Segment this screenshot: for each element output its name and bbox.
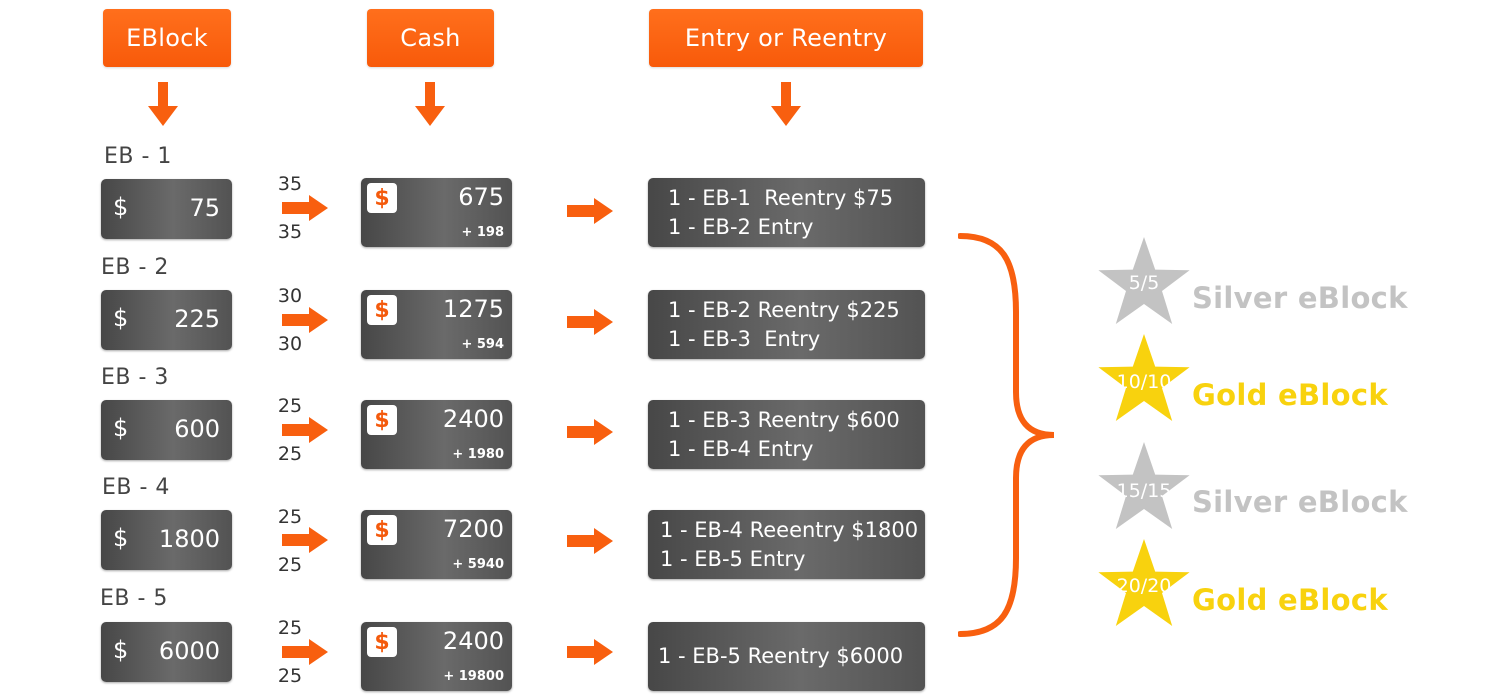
right-arrow-icon <box>567 528 613 554</box>
dollar-sign: $ <box>113 193 129 221</box>
eblock-amount-box: $ 1800 <box>101 510 232 570</box>
bottom-number: 25 <box>277 554 303 576</box>
cash-amount: 7200 <box>442 515 504 543</box>
bottom-number: 35 <box>277 221 303 243</box>
down-arrow-icon <box>148 82 178 126</box>
silver-star-icon <box>1098 237 1190 324</box>
row-label: EB - 5 <box>100 586 168 611</box>
level-label: Silver eBlock <box>1192 485 1408 519</box>
dollar-icon: $ <box>367 295 397 325</box>
entry-line: 1 - EB-5 Entry <box>660 546 806 571</box>
eblock-amount-box: $ 75 <box>101 179 232 239</box>
down-arrow-icon <box>771 82 801 126</box>
entry-line: 1 - EB-3 Entry <box>668 326 821 351</box>
entry-box: 1 - EB-5 Reentry $6000 <box>648 622 925 691</box>
row-label: EB - 4 <box>102 475 170 500</box>
bottom-number: 30 <box>277 333 303 355</box>
cash-bonus: + 198 <box>461 225 504 240</box>
top-number: 25 <box>277 506 303 528</box>
cash-header-label: Cash <box>400 24 461 52</box>
dollar-icon: $ <box>367 627 397 657</box>
eblock-amount: 75 <box>189 194 220 222</box>
star-count: 5/5 <box>1128 272 1160 294</box>
cash-box: $ 7200 + 5940 <box>361 510 512 579</box>
right-arrow-icon <box>282 417 328 443</box>
dollar-sign: $ <box>113 636 129 664</box>
level-label: Gold eBlock <box>1192 378 1388 412</box>
level-label: Silver eBlock <box>1192 281 1408 315</box>
entry-header: Entry or Reentry <box>649 9 923 67</box>
cash-amount: 1275 <box>442 295 504 323</box>
eblock-header: EBlock <box>103 9 231 67</box>
cash-header: Cash <box>367 9 494 67</box>
eblock-amount-box: $ 600 <box>101 400 232 460</box>
right-arrow-icon <box>282 527 328 553</box>
cash-bonus: + 1980 <box>452 447 504 462</box>
cash-box: $ 675 + 198 <box>361 178 512 247</box>
bottom-number: 25 <box>277 443 303 465</box>
entry-box: 1 - EB-4 Reeentry $1800 1 - EB-5 Entry <box>648 510 925 579</box>
star-count: 20/20 <box>1116 575 1172 597</box>
dollar-icon: $ <box>367 405 397 435</box>
gold-star-icon <box>1098 539 1190 626</box>
entry-line: 1 - EB-4 Reeentry $1800 <box>660 517 919 542</box>
entry-box: 1 - EB-3 Reentry $600 1 - EB-4 Entry <box>648 400 925 469</box>
entry-line: 1 - EB-4 Entry <box>668 436 814 461</box>
cash-bonus: + 594 <box>461 337 504 352</box>
row-label: EB - 1 <box>104 144 172 169</box>
entry-header-label: Entry or Reentry <box>684 24 888 52</box>
dollar-icon: $ <box>367 183 397 213</box>
silver-star-icon <box>1098 442 1190 529</box>
eblock-amount-box: $ 6000 <box>101 622 232 682</box>
dollar-sign: $ <box>113 524 129 552</box>
top-number: 25 <box>277 395 303 417</box>
cash-amount: 2400 <box>442 627 504 655</box>
dollar-sign: $ <box>113 414 129 442</box>
right-arrow-icon <box>567 198 613 224</box>
cash-box: $ 1275 + 594 <box>361 290 512 359</box>
cash-amount: 2400 <box>442 405 504 433</box>
entry-line: 1 - EB-3 Reentry $600 <box>668 407 900 432</box>
top-number: 30 <box>277 285 303 307</box>
cash-bonus: + 5940 <box>452 557 504 572</box>
eblock-header-label: EBlock <box>126 24 208 52</box>
eblock-amount: 6000 <box>158 637 220 665</box>
cash-bonus: + 19800 <box>443 669 504 684</box>
eblock-amount-box: $ 225 <box>101 290 232 350</box>
star-count: 10/10 <box>1116 371 1172 393</box>
right-arrow-icon <box>282 307 328 333</box>
top-number: 35 <box>277 173 303 195</box>
gold-star-icon <box>1098 334 1190 421</box>
dollar-sign: $ <box>113 304 129 332</box>
entry-line: 1 - EB-2 Entry <box>668 214 814 239</box>
right-arrow-icon <box>567 639 613 665</box>
right-arrow-icon <box>282 639 328 665</box>
eblock-amount: 1800 <box>158 525 220 553</box>
dollar-icon: $ <box>367 515 397 545</box>
star-count: 15/15 <box>1116 480 1172 502</box>
cash-amount: 675 <box>458 183 504 211</box>
entry-line: 1 - EB-5 Reentry $6000 <box>658 644 904 668</box>
eblock-amount: 600 <box>174 415 220 443</box>
eblock-amount: 225 <box>174 305 220 333</box>
row-label: EB - 3 <box>101 365 169 390</box>
right-arrow-icon <box>282 195 328 221</box>
cash-box: $ 2400 + 19800 <box>361 622 512 691</box>
entry-box: 1 - EB-2 Reentry $225 1 - EB-3 Entry <box>648 290 925 359</box>
row-label: EB - 2 <box>101 255 169 280</box>
down-arrow-icon <box>415 82 445 126</box>
entry-line: 1 - EB-1 Reentry $75 <box>668 185 894 210</box>
right-arrow-icon <box>567 419 613 445</box>
curly-brace <box>958 233 1055 637</box>
right-arrow-icon <box>567 309 613 335</box>
level-label: Gold eBlock <box>1192 583 1388 617</box>
top-number: 25 <box>277 617 303 639</box>
bottom-number: 25 <box>277 665 303 687</box>
entry-box: 1 - EB-1 Reentry $75 1 - EB-2 Entry <box>648 178 925 247</box>
cash-box: $ 2400 + 1980 <box>361 400 512 469</box>
entry-line: 1 - EB-2 Reentry $225 <box>668 297 900 322</box>
